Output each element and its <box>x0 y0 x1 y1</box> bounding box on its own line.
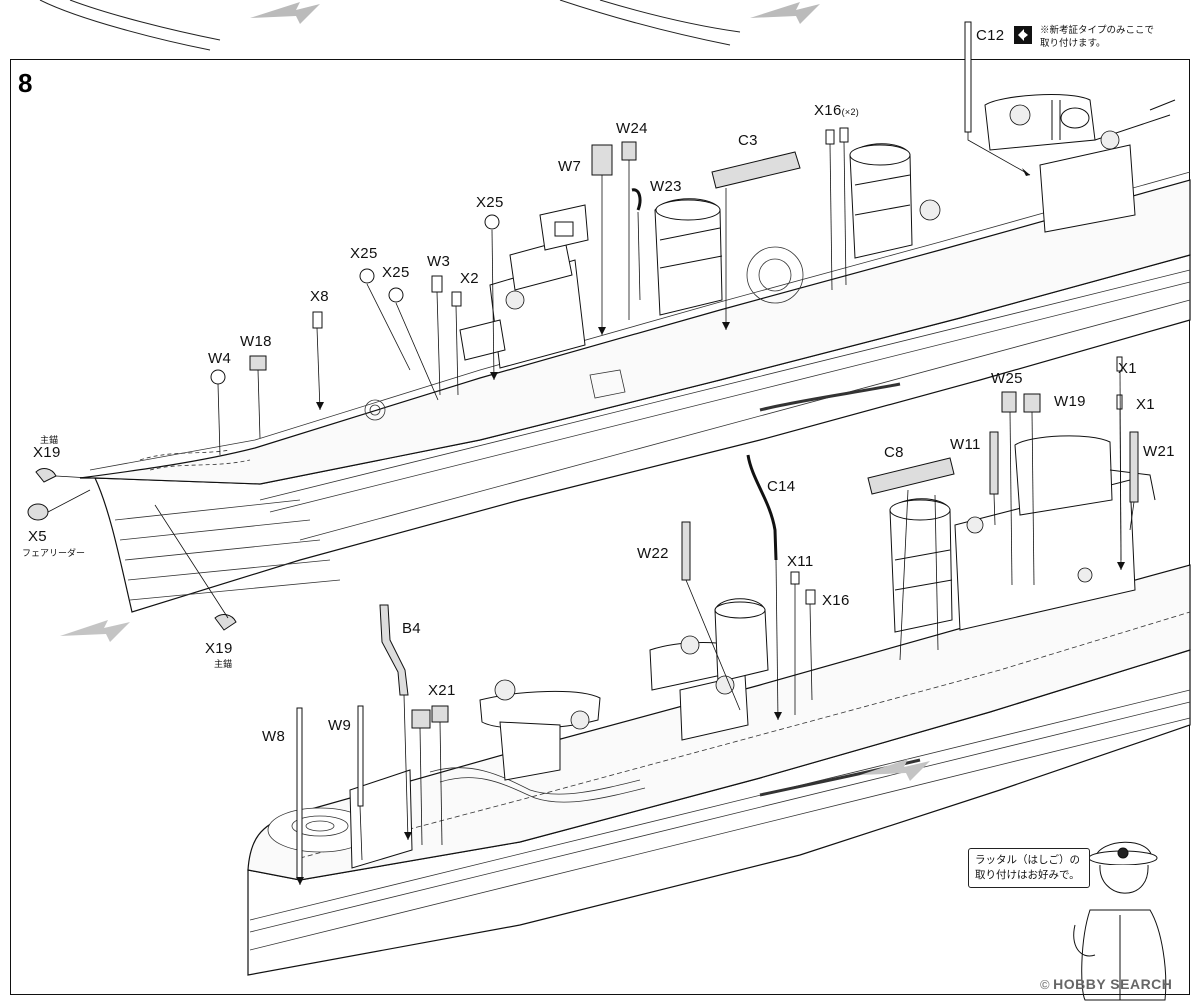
part-label-x1-bottom: X1 <box>1136 396 1155 413</box>
step-number: 8 <box>18 68 33 98</box>
part-label-x16-upper: X16(×2) <box>814 102 859 119</box>
part-label-x19-top: X19 <box>33 444 61 461</box>
direction-arrow-icon <box>250 2 820 24</box>
part-label-b4: B4 <box>402 620 421 637</box>
part-label-c3: C3 <box>738 132 758 149</box>
part-label-w3: W3 <box>427 253 451 270</box>
lower-superstructure <box>349 435 1156 869</box>
leader-arrowheads <box>296 168 1125 885</box>
part-label-w9: W9 <box>328 717 352 734</box>
part-label-w4: W4 <box>208 350 232 367</box>
part-label-w24: W24 <box>616 120 648 137</box>
part-label-c14: C14 <box>767 478 796 495</box>
part-label-w21: W21 <box>1143 443 1175 460</box>
c12-note: ※新考証タイプのみここで 取り付けます。 <box>1040 24 1154 50</box>
part-label-x2: X2 <box>460 270 479 287</box>
part-label-x1-top: X1 <box>1118 360 1137 377</box>
previous-step-strip <box>39 0 820 51</box>
c12-note-line2: 取り付けます。 <box>1040 38 1106 49</box>
speech-line2: 取り付けはお好みで。 <box>975 869 1080 881</box>
part-label-w25: W25 <box>991 370 1023 387</box>
watermark: ©HOBBY SEARCH <box>1040 976 1172 992</box>
sublabel-x5: フェアリーダー <box>22 548 86 558</box>
part-label-c8: C8 <box>884 444 904 461</box>
upper-bridge <box>459 204 589 369</box>
part-label-w23: W23 <box>650 178 682 195</box>
part-label-x25-left: X25 <box>350 245 378 262</box>
part-label-x21: X21 <box>428 682 456 699</box>
option-mark-icon <box>1014 26 1032 44</box>
part-label-w7: W7 <box>558 158 582 175</box>
upper-ship-hull <box>79 179 1191 613</box>
part-qty-x16: (×2) <box>841 107 860 117</box>
part-label-x16-lower: X16 <box>822 592 850 609</box>
step-frame-left <box>10 59 11 995</box>
sublabel-x19-top: 主錨 <box>40 435 59 445</box>
part-label-c12: C12 <box>976 27 1005 44</box>
watermark-symbol: © <box>1040 977 1051 992</box>
part-label-x11: X11 <box>787 553 814 570</box>
part-label-w19: W19 <box>1054 393 1086 410</box>
leader-lines <box>47 132 1135 886</box>
part-label-w11: W11 <box>950 436 981 453</box>
part-label-x25-mid: X25 <box>382 264 410 281</box>
step-frame-top <box>10 59 1190 60</box>
part-label-x8: X8 <box>310 288 329 305</box>
upper-gun-mounts <box>505 104 1120 310</box>
part-label-x5: X5 <box>28 528 47 545</box>
step-frame-right <box>1189 59 1190 995</box>
part-label-x19-bottom: X19 <box>205 640 233 657</box>
part-label-w18: W18 <box>240 333 272 350</box>
part-label-w8: W8 <box>262 728 286 745</box>
c12-note-line1: ※新考証タイプのみここで <box>1040 25 1155 36</box>
upper-aft-structure <box>984 94 1176 233</box>
upper-funnels <box>654 143 913 316</box>
sublabel-x19-bottom: 主錨 <box>214 659 233 669</box>
lower-gun-mounts <box>494 516 1093 730</box>
part-icons <box>27 21 1139 879</box>
direction-arrow-icon <box>60 620 930 781</box>
part-label-x16-code: X16 <box>814 102 842 119</box>
watermark-text: HOBBY SEARCH <box>1053 976 1173 992</box>
speech-bubble: ラッタル（はしご）の 取り付けはお好みで。 <box>968 848 1090 888</box>
part-label-x25-top: X25 <box>476 194 504 211</box>
navy-officer-illustration <box>1073 841 1167 1001</box>
part-label-w22: W22 <box>637 545 669 562</box>
step-frame-bottom <box>10 994 1190 995</box>
speech-line1: ラッタル（はしご）の <box>975 854 1080 866</box>
